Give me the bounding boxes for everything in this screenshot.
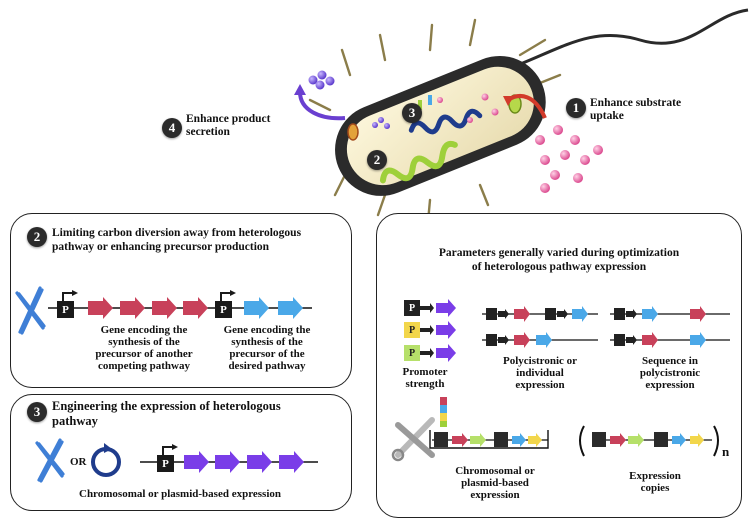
- promoter-weak-letter: P: [408, 348, 416, 359]
- panel-2-badge: 2: [27, 227, 47, 247]
- caption-chromosomal-plasmid: Chromosomal or plasmid-based expression: [455, 465, 535, 501]
- purple-gene-2: [215, 451, 240, 473]
- panel-3-badge: 3: [27, 402, 47, 422]
- promoter-box-1: [57, 301, 74, 318]
- cell-badge-3: 3: [402, 103, 422, 123]
- step-4-badge: 4: [162, 118, 182, 138]
- panel-2-title: Limiting carbon diversion away from hete…: [52, 227, 302, 253]
- panel-optimization-parameters: [376, 213, 742, 518]
- expression-copies-construct: [579, 425, 719, 457]
- chromosome-icon: [15, 286, 46, 335]
- cell-badge-2: 2: [367, 150, 387, 170]
- step-1-badge: 1: [566, 98, 586, 118]
- promoter-strength-constructs: [404, 299, 456, 362]
- secretion-arrow: [298, 91, 346, 121]
- step-1-label: Enhance substrate uptake: [590, 97, 682, 122]
- red-gene-2: [120, 297, 145, 319]
- purple-gene-3: [247, 451, 272, 473]
- promoter-box-2: [215, 301, 232, 318]
- blue-gene-1: [244, 297, 269, 319]
- inner-molecules: [372, 93, 499, 129]
- blue-gene-coil: [408, 108, 483, 135]
- purple-gene-4: [279, 451, 304, 473]
- or-label: OR: [70, 456, 87, 468]
- caption-desired-pathway: Gene encoding the synthesis of the precu…: [223, 324, 311, 372]
- caption-expression-copies: Expression copies: [629, 470, 681, 494]
- green-gene-coil: [379, 140, 458, 184]
- polycistronic-constructs: [482, 306, 598, 348]
- promoter-letter-3: P: [162, 458, 169, 470]
- red-gene-3: [152, 297, 177, 319]
- secretion-transporter: [347, 123, 359, 141]
- caption-competing-pathway: Gene encoding the synthesis of the precu…: [95, 324, 193, 372]
- blue-gene-2: [278, 297, 303, 319]
- scissors-icon: [391, 397, 447, 462]
- promoter-letter-1: P: [62, 304, 69, 316]
- promoter-medium-letter: P: [408, 325, 416, 336]
- chromosomal-construct: [429, 430, 549, 449]
- caption-sequence: Sequence in polycistronic expression: [639, 355, 701, 391]
- sequence-constructs: [610, 306, 730, 348]
- step-4-label: Enhance product secretion: [186, 113, 271, 138]
- parameters-title: Parameters generally varied during optim…: [438, 247, 680, 273]
- purple-gene-1: [184, 451, 209, 473]
- copies-subscript: n: [722, 444, 730, 459]
- caption-expression-type: Chromosomal or plasmid-based expression: [79, 488, 281, 500]
- red-gene-4: [183, 297, 208, 319]
- panel-3-title: Engineering the expression of heterologo…: [52, 399, 281, 428]
- flagellum: [504, 8, 749, 72]
- red-gene-1: [88, 297, 113, 319]
- substrate-molecules: [535, 125, 603, 193]
- chromosome-icon-2: [35, 438, 65, 483]
- caption-promoter-strength: Promoter strength: [402, 366, 448, 390]
- promoter-box-3: [157, 455, 174, 472]
- product-molecules: [308, 70, 335, 90]
- caption-polycistronic: Polycistronic or individual expression: [502, 355, 578, 391]
- promoter-strong-letter: P: [408, 303, 416, 314]
- promoter-letter-2: P: [220, 304, 227, 316]
